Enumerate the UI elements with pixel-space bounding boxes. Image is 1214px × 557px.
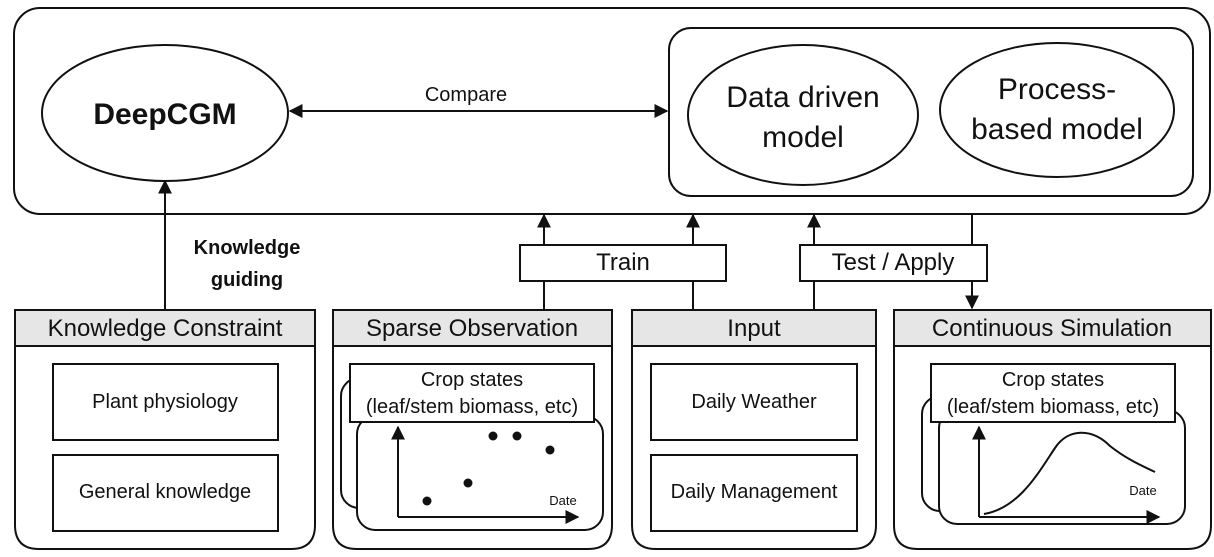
continuous-crop-states-line1: Crop states [1002, 369, 1104, 391]
sparse-observation-header [332, 309, 613, 347]
continuous-crop-states-line2: (leaf/stem biomass, etc) [947, 396, 1159, 418]
test-apply-label: Test / Apply [832, 249, 955, 276]
continuous-plot-card [938, 409, 1186, 525]
continuous-crop-states-box [930, 363, 1176, 423]
plant-physiology-label: Plant physiology [92, 391, 238, 413]
knowledge-guiding-line1: Knowledge [194, 237, 301, 259]
input-panel: Input Daily Weather Daily Management [631, 309, 877, 550]
observation-point [545, 445, 555, 455]
data-driven-line1: Data driven [726, 81, 879, 114]
sparse-crop-states-line1: Crop states [421, 369, 523, 391]
compare-label: Compare [425, 84, 507, 106]
observation-point [422, 496, 432, 506]
plant-physiology-box [52, 363, 279, 441]
sparse-observation-title: Sparse Observation [366, 315, 578, 342]
simulation-curve [983, 431, 1156, 515]
knowledge-guiding-line2: guiding [211, 269, 283, 291]
test-apply-box [799, 244, 988, 282]
observation-point [463, 478, 473, 488]
daily-weather-box [650, 363, 858, 441]
daily-weather-label: Daily Weather [691, 391, 817, 413]
general-knowledge-box [52, 454, 279, 532]
sparse-crop-states-box [349, 363, 595, 423]
continuous-simulation-panel: Continuous Simulation Crop states (leaf/… [893, 309, 1212, 550]
observation-point [488, 431, 498, 441]
sparse-observation-panel: Sparse Observation Crop states (leaf/ste… [332, 309, 613, 550]
data-driven-line2: model [762, 121, 844, 154]
knowledge-constraint-panel: Knowledge Constraint Plant physiology Ge… [14, 309, 316, 550]
deepcgm-label: DeepCGM [93, 98, 236, 131]
train-label: Train [596, 249, 650, 276]
continuous-x-axis-label: Date [1129, 483, 1156, 498]
process-based-model-node [939, 42, 1175, 178]
continuous-simulation-title: Continuous Simulation [932, 315, 1172, 342]
observation-point [512, 431, 522, 441]
sparse-plot-card [356, 415, 604, 531]
sparse-crop-states-line2: (leaf/stem biomass, etc) [366, 396, 578, 418]
data-driven-model-node [687, 44, 919, 186]
knowledge-constraint-header [14, 309, 316, 347]
knowledge-constraint-title: Knowledge Constraint [48, 315, 283, 342]
daily-management-label: Daily Management [671, 481, 838, 503]
process-line1: Process- [998, 73, 1116, 106]
sparse-x-axis-label: Date [549, 493, 576, 508]
continuous-simulation-header [893, 309, 1212, 347]
input-header [631, 309, 877, 347]
train-box [519, 244, 727, 282]
process-line2: based model [971, 113, 1143, 146]
general-knowledge-label: General knowledge [79, 481, 251, 503]
input-title: Input [727, 315, 781, 342]
daily-management-box [650, 454, 858, 532]
